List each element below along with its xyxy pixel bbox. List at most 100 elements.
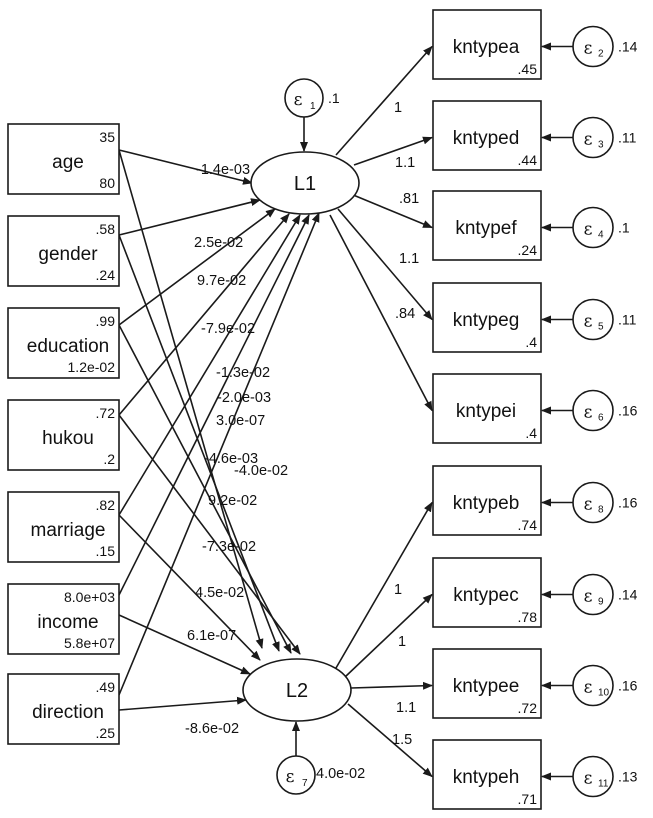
path-coef-age-to-L2: -2.0e-03 [217, 390, 271, 406]
path-arrow-age-to-L2 [118, 149, 264, 649]
loading-arrow-L1-to-kntypei [329, 214, 433, 412]
observed-box-income [7, 583, 120, 655]
error-subscript-kntypef: 4 [598, 230, 604, 241]
loading-arrow-L1-to-kntypea [335, 45, 433, 156]
error-subscript-kntypei: 6 [598, 413, 604, 424]
loading-arrow-L2-to-kntypeh [347, 703, 433, 778]
indicator-box-kntypei [432, 373, 542, 444]
error-variance-kntypef: .1 [618, 220, 630, 236]
observed-box-marriage [7, 491, 120, 563]
indicator-name-kntypeg: kntypeg [453, 310, 520, 331]
error-subscript-e1: 1 [310, 101, 316, 112]
observed-mean-marriage: .82 [96, 497, 116, 513]
path-coef-age-to-L1: -1.4e-03 [196, 162, 250, 178]
error-symbol-kntypea: ε [584, 39, 593, 59]
error-circle-kntypef [572, 206, 614, 249]
path-coef-education-to-L2: 9.2e-02 [208, 493, 257, 509]
path-coef-income-to-L2: 6.1e-07 [187, 628, 236, 644]
error-symbol-kntypec: ε [584, 587, 593, 607]
indicator-name-kntypea: kntypea [453, 37, 520, 58]
path-coef-education-to-L1: 9.7e-02 [197, 273, 246, 289]
indicator-box-kntyped [432, 100, 542, 171]
indicator-name-kntypec: kntypec [453, 585, 518, 606]
indicator-intercept-kntypec: .78 [518, 609, 538, 625]
latent-ellipse-L2 [242, 658, 352, 722]
path-coef-hukou-to-L2: -7.3e-02 [202, 539, 256, 555]
indicator-box-kntypef [432, 190, 542, 261]
indicator-box-kntypec [432, 557, 542, 628]
error-symbol-kntypef: ε [584, 220, 593, 240]
error-variance-kntypeb: .16 [618, 495, 638, 511]
path-arrow-direction-to-L1 [118, 212, 320, 696]
error-symbol-kntypeh: ε [584, 769, 593, 789]
error-symbol-kntyped: ε [584, 130, 593, 150]
observed-name-age: age [52, 152, 84, 173]
indicator-intercept-kntypeh: .71 [518, 791, 538, 807]
error-circle-kntypeg [572, 298, 614, 341]
indicator-name-kntypee: kntypee [453, 676, 520, 697]
observed-box-gender [7, 215, 120, 287]
indicator-intercept-kntypea: .45 [518, 61, 538, 77]
latent-name-L2: L2 [286, 680, 308, 702]
path-coef-gender-to-L1: 2.5e-02 [194, 235, 243, 251]
indicator-box-kntypeh [432, 739, 542, 810]
path-coef-gender-to-L2: -4.0e-02 [234, 463, 288, 479]
error-circle-kntypec [572, 573, 614, 616]
path-coef-direction-to-L2: -8.6e-02 [185, 721, 239, 737]
loading-arrow-L2-to-kntypee [350, 681, 433, 690]
observed-name-hukou: hukou [42, 428, 94, 449]
error-variance-e7: 4.0e-02 [316, 766, 365, 782]
indicator-name-kntypeb: kntypeb [453, 493, 520, 514]
error-variance-kntypeg: .11 [618, 312, 637, 328]
error-circle-e7 [276, 755, 316, 795]
loading-arrow-L1-to-kntypeg [337, 208, 433, 321]
observed-mean-gender: .58 [96, 221, 116, 237]
path-coef-marriage-to-L2: 4.5e-02 [195, 585, 244, 601]
error-circle-kntypeb [572, 481, 614, 524]
path-coef-income-to-L1: 3.0e-07 [216, 413, 265, 429]
latent-name-L1: L1 [294, 173, 316, 195]
observed-box-direction [7, 673, 120, 745]
path-arrow-income-to-L1 [118, 214, 310, 596]
observed-mean-income: 8.0e+03 [64, 589, 115, 605]
loading-value-kntypee: 1.1 [396, 700, 416, 716]
error-circle-kntypee [572, 664, 614, 707]
error-symbol-e7: ε [286, 767, 295, 787]
error-subscript-kntypeg: 5 [598, 322, 604, 333]
error-variance-kntyped: .11 [618, 130, 637, 146]
path-coef-marriage-to-L1: -1.3e-02 [216, 365, 270, 381]
indicator-intercept-kntypef: .24 [518, 242, 538, 258]
observed-name-gender: gender [38, 244, 98, 265]
observed-variance-income: 5.8e+07 [64, 635, 115, 651]
error-variance-e1: .1 [328, 90, 340, 106]
error-subscript-kntypee: 10 [598, 688, 610, 699]
observed-mean-education: .99 [96, 313, 116, 329]
observed-variance-direction: .25 [96, 725, 116, 741]
observed-variance-hukou: .2 [103, 451, 115, 467]
path-arrow-education-to-L1 [118, 208, 276, 326]
latent-ellipse-L1 [250, 151, 360, 215]
observed-mean-age: 35 [99, 129, 115, 145]
error-circle-kntypea [572, 25, 614, 68]
error-circle-kntyped [572, 116, 614, 159]
path-arrow-marriage-to-L2 [118, 514, 261, 661]
error-symbol-kntypee: ε [584, 678, 593, 698]
error-variance-kntypee: .16 [618, 678, 638, 694]
loading-value-kntypei: .84 [395, 306, 415, 322]
observed-box-education [7, 307, 120, 379]
error-subscript-kntypeb: 8 [598, 505, 604, 516]
indicator-intercept-kntypei: .4 [525, 425, 537, 441]
path-coef-hukou-to-L1: -7.9e-02 [201, 321, 255, 337]
error-subscript-kntypea: 2 [598, 49, 604, 60]
indicator-intercept-kntypeb: .74 [518, 517, 538, 533]
indicator-name-kntypei: kntypei [456, 401, 516, 422]
loading-value-kntypef: .81 [399, 191, 419, 207]
loading-value-kntypeg: 1.1 [399, 251, 419, 267]
path-arrow-direction-to-L2 [118, 696, 247, 711]
error-symbol-kntypeb: ε [584, 495, 593, 515]
observed-mean-hukou: .72 [96, 405, 116, 421]
loading-arrow-L2-to-kntypec [344, 593, 433, 678]
observed-variance-marriage: .15 [96, 543, 116, 559]
path-arrow-gender-to-L1 [118, 198, 261, 236]
indicator-box-kntypee [432, 648, 542, 719]
